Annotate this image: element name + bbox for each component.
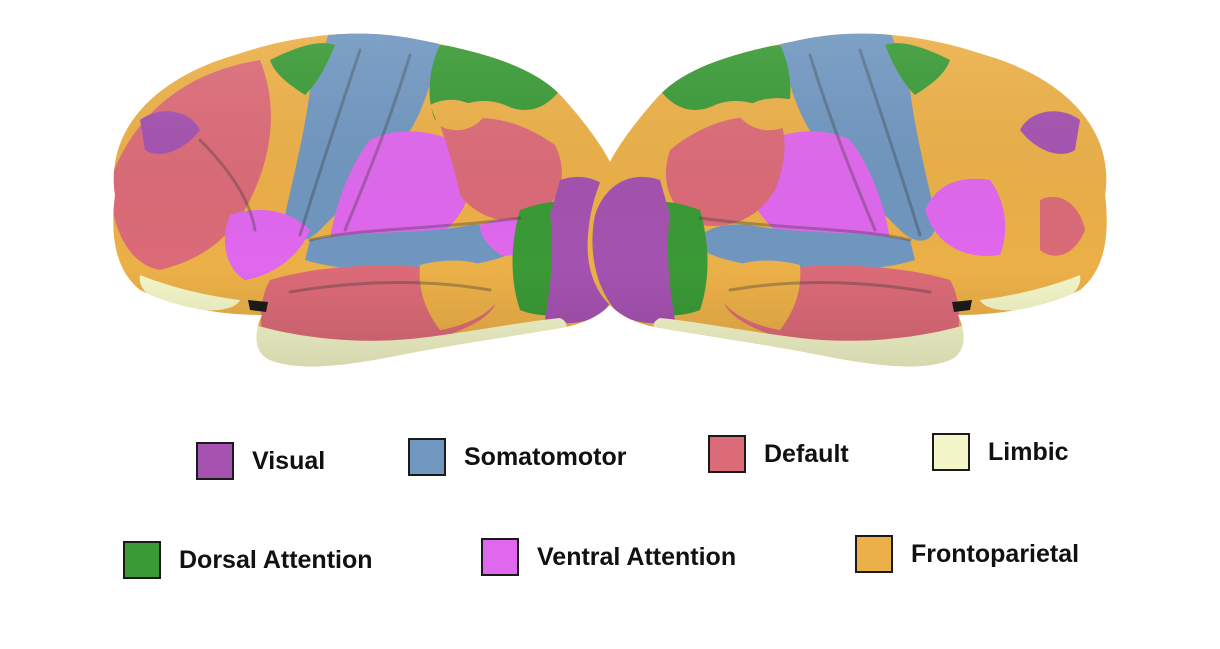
legend-item-limbic: Limbic xyxy=(932,433,1069,471)
left-hemisphere xyxy=(113,33,633,367)
legend-item-dorsal-attention: Dorsal Attention xyxy=(123,541,373,579)
legend-item-visual: Visual xyxy=(196,442,325,480)
legend-swatch-limbic xyxy=(932,433,970,471)
legend-swatch-ventral-attention xyxy=(481,538,519,576)
legend-swatch-somatomotor xyxy=(408,438,446,476)
legend-label-somatomotor: Somatomotor xyxy=(464,442,627,471)
right-hemisphere xyxy=(587,33,1107,367)
legend-item-somatomotor: Somatomotor xyxy=(408,438,627,476)
legend-label-dorsal-attention: Dorsal Attention xyxy=(179,545,373,574)
legend-label-ventral-attention: Ventral Attention xyxy=(537,542,737,571)
legend-label-default: Default xyxy=(764,439,849,468)
legend-swatch-visual xyxy=(196,442,234,480)
legend-item-ventral-attention: Ventral Attention xyxy=(481,538,736,576)
legend-swatch-default xyxy=(708,435,746,473)
legend-label-limbic: Limbic xyxy=(988,437,1069,466)
cortical-surface-illustration xyxy=(113,33,1107,367)
brainstem-stub xyxy=(248,300,268,312)
legend-swatch-frontoparietal xyxy=(855,535,893,573)
legend-swatch-dorsal-attention xyxy=(123,541,161,579)
legend-label-visual: Visual xyxy=(252,446,326,475)
brainstem-stub xyxy=(952,300,972,312)
legend-item-default: Default xyxy=(708,435,849,473)
legend-label-frontoparietal: Frontoparietal xyxy=(911,539,1080,568)
legend-item-frontoparietal: Frontoparietal xyxy=(855,535,1079,573)
